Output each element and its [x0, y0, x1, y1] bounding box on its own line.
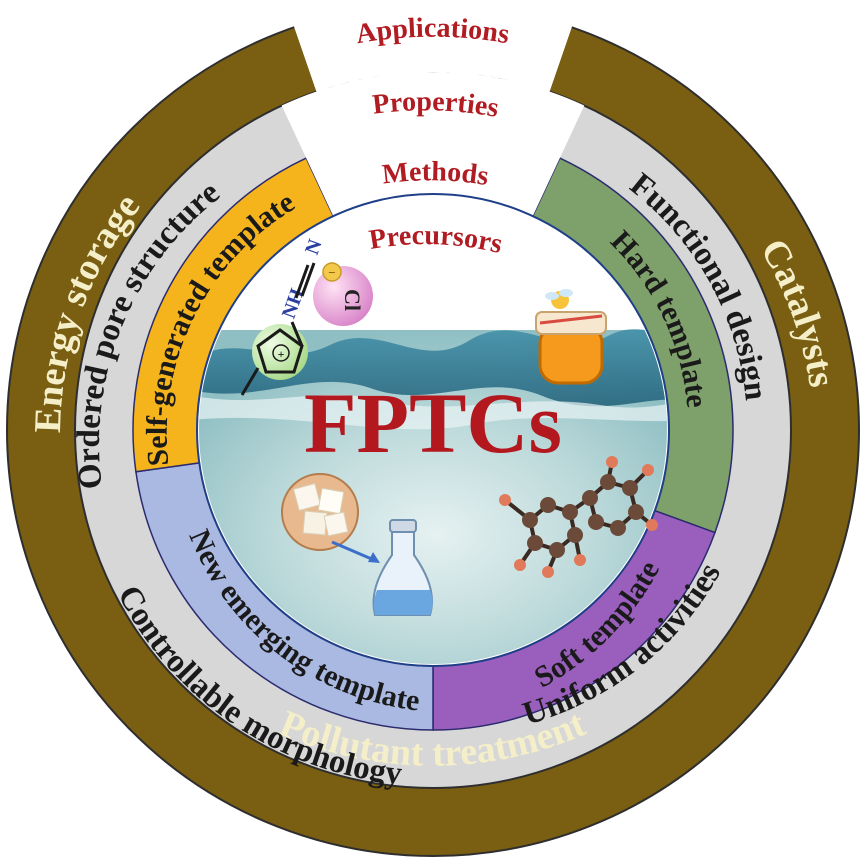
molecule-atom	[588, 514, 604, 530]
arrow-icon	[331, 540, 380, 563]
imidazolium-charge-label: +	[278, 347, 285, 361]
molecule-atom	[549, 542, 565, 558]
header-methods: Methods	[381, 156, 491, 192]
molecule-atom	[542, 566, 554, 578]
chloride-ion-icon: − Cl	[313, 262, 373, 326]
molecule-atom	[567, 527, 583, 543]
molecule-atom	[540, 497, 556, 513]
bottle-icon	[372, 519, 434, 616]
molecule-atom	[562, 504, 578, 520]
jar-icon	[535, 289, 607, 385]
molecule-atom	[522, 512, 538, 528]
molecule-atom	[499, 494, 511, 506]
molecule-atom	[622, 480, 638, 496]
molecule-atom	[628, 504, 644, 520]
molecule-atom	[574, 554, 586, 566]
molecule-atom	[582, 490, 598, 506]
molecule-atom	[642, 464, 654, 476]
molecule-atom	[527, 535, 543, 551]
molecule-atom	[600, 474, 616, 490]
molecule-atom	[610, 520, 626, 536]
center-title: FPTCs	[304, 375, 562, 471]
molecule-atom	[646, 519, 658, 531]
water-foam	[199, 395, 667, 430]
molecule-atom	[606, 456, 618, 468]
header-wedge	[281, 4, 585, 217]
molecule-atom	[514, 559, 526, 571]
chloride-charge-label: −	[328, 265, 335, 280]
imidazolium-icon: + NH N	[240, 236, 327, 396]
chloride-label: Cl	[340, 289, 365, 311]
precursor-illustrations: − Cl + NH N	[240, 236, 658, 616]
sugar-bowl-icon	[281, 473, 359, 551]
molecule-icon	[499, 456, 658, 578]
